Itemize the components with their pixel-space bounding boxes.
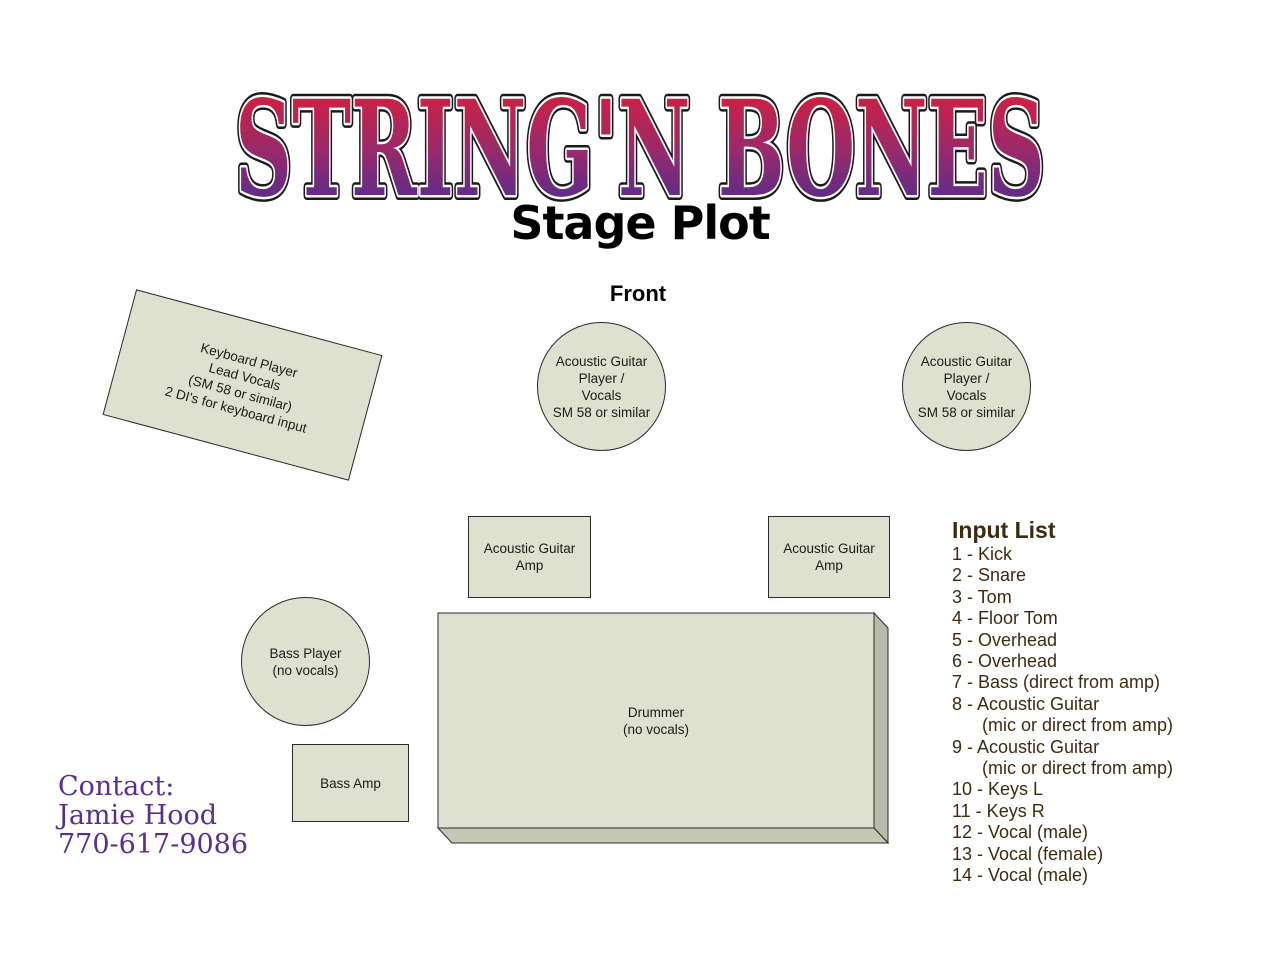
acoustic-guitar-player-right-label: Acoustic Guitar Player / Vocals SM 58 or… — [917, 353, 1016, 420]
input-list-item-note: (mic or direct from amp) — [982, 758, 1174, 779]
bass-player-position: Bass Player (no vocals) — [241, 597, 370, 726]
input-list-item: 5 - Overhead — [952, 629, 1058, 650]
keyboard-player-label: Keyboard Player Lead Vocals (SM 58 or si… — [163, 340, 309, 436]
bass-amp: Bass Amp — [292, 744, 409, 822]
drummer-label: Drummer (no vocals) — [622, 705, 690, 737]
acoustic-guitar-amp-right-label: Acoustic Guitar Amp — [783, 541, 875, 573]
input-list: Input List 1 - Kick 2 - Snare 3 - Tom 4 … — [952, 517, 1173, 887]
bass-amp-label: Bass Amp — [320, 775, 381, 791]
keyboard-player-position: Keyboard Player Lead Vocals (SM 58 or si… — [102, 289, 383, 481]
contact-block: Contact: Jamie Hood 770-617-9086 — [58, 772, 248, 859]
logo-text-outline: STRING'N BONES — [235, 72, 1045, 225]
logo-text-inner-outline: STRING'N BONES — [235, 72, 1045, 225]
input-list-item: 4 - Floor Tom — [952, 608, 1058, 629]
input-list-item: 10 - Keys L — [952, 779, 1044, 800]
acoustic-guitar-amp-left-label: Acoustic Guitar Amp — [483, 541, 576, 573]
input-list-item: 13 - Vocal (female) — [952, 843, 1104, 864]
acoustic-guitar-player-left: Acoustic Guitar Player / Vocals SM 58 or… — [537, 322, 666, 451]
input-list-item: 2 - Snare — [952, 565, 1027, 586]
acoustic-guitar-player-right: Acoustic Guitar Player / Vocals SM 58 or… — [902, 322, 1031, 451]
contact-name: Jamie Hood — [58, 800, 218, 831]
drum-riser-bottom — [436, 827, 890, 844]
input-list-item: 8 - Acoustic Guitar — [952, 693, 1100, 714]
input-list-item: 11 - Keys R — [952, 800, 1045, 821]
band-logo: STRING'N BONES STRING'N BONES STRING'N B… — [230, 67, 1050, 225]
input-list-item: 7 - Bass (direct from amp) — [952, 672, 1161, 693]
input-list-item: 6 - Overhead — [952, 651, 1058, 672]
input-list-title: Input List — [952, 517, 1056, 543]
drum-riser-side — [873, 611, 889, 845]
drum-riser-top — [437, 612, 875, 829]
bass-player-label: Bass Player (no vocals) — [269, 645, 342, 678]
drum-riser — [436, 611, 890, 845]
acoustic-guitar-amp-left: Acoustic Guitar Amp — [468, 516, 591, 598]
logo-text: STRING'N BONES — [235, 72, 1045, 225]
input-list-item: 12 - Vocal (male) — [952, 822, 1089, 843]
input-list-item: 3 - Tom — [952, 586, 1012, 607]
input-list-item: 1 - Kick — [952, 544, 1013, 564]
contact-phone: 770-617-9086 — [58, 829, 249, 860]
acoustic-guitar-player-left-label: Acoustic Guitar Player / Vocals SM 58 or… — [552, 353, 651, 420]
input-list-item: 14 - Vocal (male) — [952, 865, 1089, 886]
contact-heading: Contact: — [58, 771, 175, 802]
front-label: Front — [609, 281, 667, 306]
input-list-item-note: (mic or direct from amp) — [982, 715, 1174, 736]
acoustic-guitar-amp-right: Acoustic Guitar Amp — [768, 516, 890, 598]
page-title: Stage Plot — [510, 196, 770, 250]
input-list-item: 9 - Acoustic Guitar — [952, 736, 1100, 757]
